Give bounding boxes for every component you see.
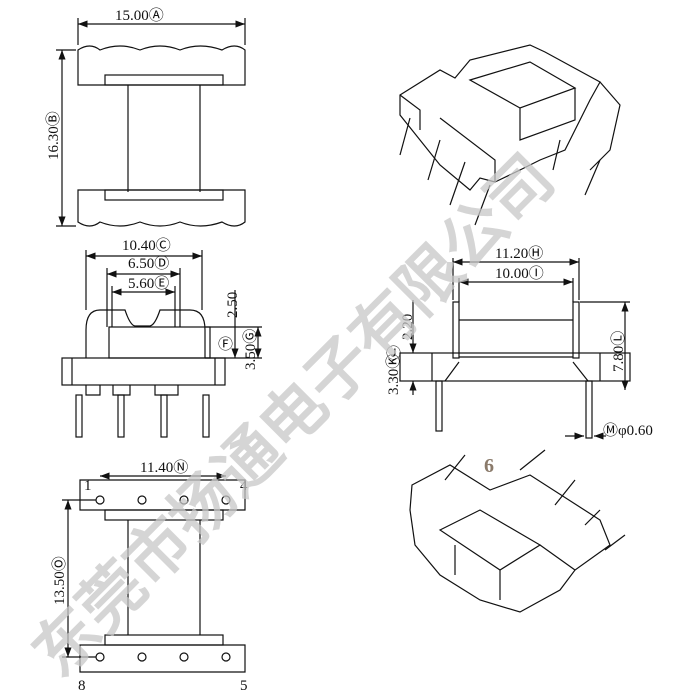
dim-k: 3.30Ⓚ — [385, 354, 402, 395]
bottom-view — [62, 472, 246, 673]
dim-j-label: Ⓙ — [386, 345, 401, 362]
dim-e: 5.60Ⓔ — [128, 275, 169, 292]
dim-f-label: Ⓕ — [218, 336, 233, 353]
dim-i: 10.00Ⓘ — [495, 265, 544, 282]
watermark: 东莞市扬通电子有限公司 — [19, 141, 569, 691]
pin-count: 6 — [484, 455, 494, 477]
iso-pins-bottom — [444, 449, 626, 551]
dim-l: 7.80Ⓛ — [610, 331, 627, 372]
dim-m: Ⓜφ0.60 — [603, 422, 653, 439]
dim-d: 6.50Ⓓ — [128, 255, 169, 272]
top-view — [56, 18, 246, 227]
isometric-view-bottom — [409, 449, 626, 613]
dim-c: 10.40Ⓒ — [122, 237, 171, 254]
pin-8-label: 8 — [78, 678, 86, 694]
pin-5-label: 5 — [240, 678, 248, 694]
dim-a: 15.00Ⓐ — [115, 7, 164, 24]
iso-pins — [399, 117, 601, 226]
dim-j-value: 2.20 — [400, 314, 416, 340]
pin-4-label: 4 — [240, 478, 248, 494]
dim-f-value: 2.50 — [225, 292, 241, 318]
dim-b: 16.30Ⓑ — [45, 111, 62, 160]
isometric-view-top — [399, 44, 621, 226]
pin-1-label: 1 — [84, 478, 92, 494]
dim-h: 11.20Ⓗ — [495, 245, 543, 262]
dim-o: 13.50Ⓞ — [51, 556, 68, 605]
front-view — [61, 250, 262, 438]
dim-g: 3.50Ⓖ — [242, 329, 259, 370]
front-pins — [75, 394, 210, 438]
dim-n: 11.40Ⓝ — [140, 459, 188, 476]
side-view — [399, 258, 631, 440]
